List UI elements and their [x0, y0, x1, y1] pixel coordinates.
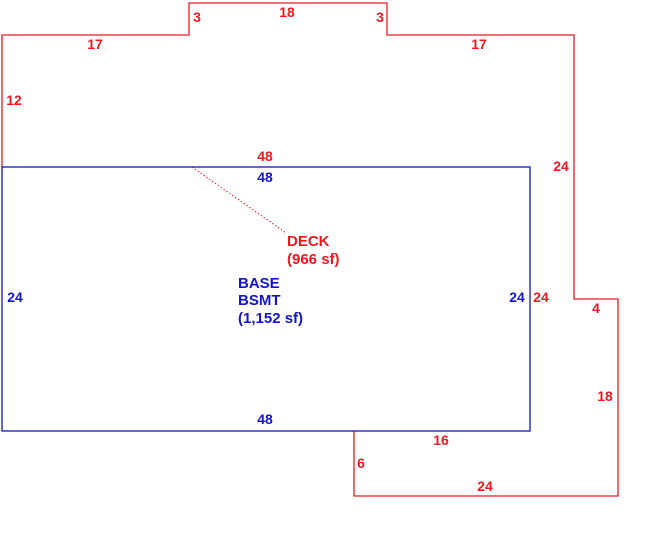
deck-dim-right: 24	[553, 158, 569, 174]
deck-dim-inner-top: 48	[257, 148, 273, 164]
deck-dim-step-right: 3	[376, 9, 384, 25]
deck-dim-ledge: 4	[592, 300, 600, 316]
deck-dim-bottom-inner: 16	[433, 432, 449, 448]
deck-dim-right-lower: 18	[597, 388, 613, 404]
deck-dim-left: 12	[6, 92, 22, 108]
base-dim-bottom: 48	[257, 411, 273, 427]
deck-dim-top-right: 17	[471, 36, 487, 52]
base-name-label: BASE	[238, 275, 280, 292]
deck-dim-top: 18	[279, 4, 295, 20]
deck-leader-line	[191, 166, 287, 234]
deck-dim-bottom-left: 6	[357, 455, 365, 471]
deck-name-label: DECK	[287, 233, 330, 250]
base-dim-top: 48	[257, 169, 273, 185]
deck-dim-bottom: 24	[477, 478, 493, 494]
base-dim-right: 24	[509, 289, 525, 305]
base-area-label: (1,152 sf)	[238, 310, 303, 327]
base-dim-left: 24	[7, 289, 23, 305]
base-outline	[1, 166, 531, 432]
deck-dim-step-left: 3	[193, 9, 201, 25]
bsmt-name-label: BSMT	[238, 292, 281, 309]
deck-area-label: (966 sf)	[287, 251, 340, 268]
deck-dim-inner-right: 24	[533, 289, 549, 305]
deck-dim-top-left: 17	[87, 36, 103, 52]
deck-outline	[1, 2, 619, 497]
